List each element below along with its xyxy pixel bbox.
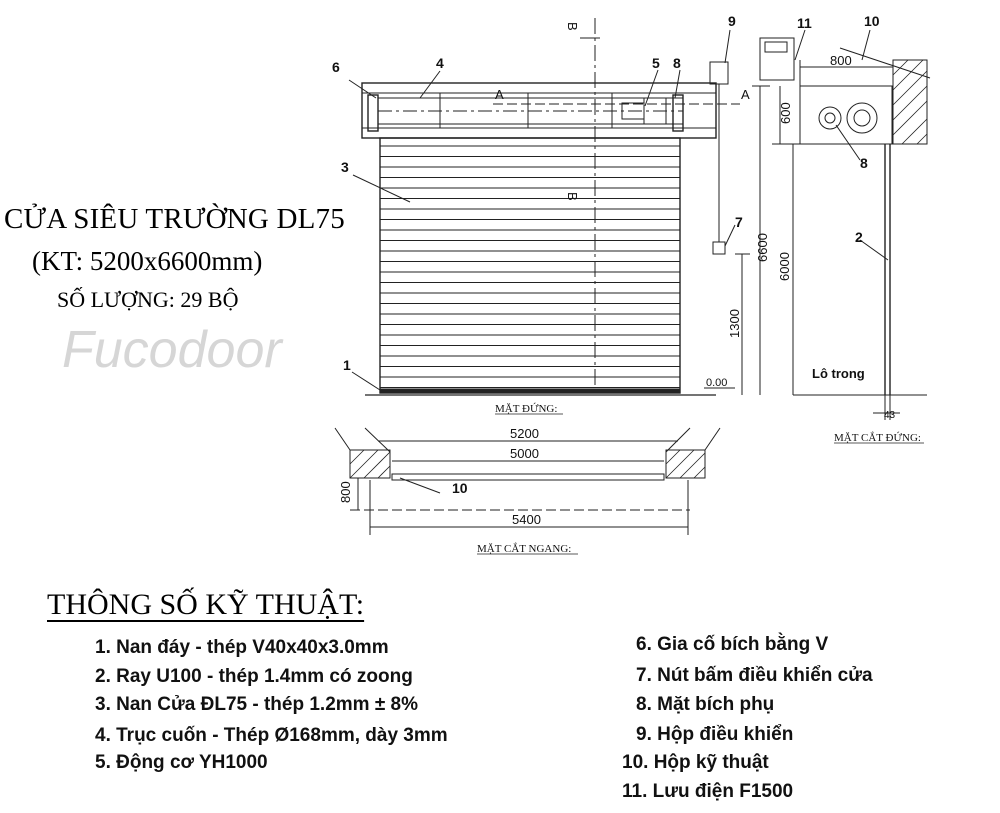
dim-6600: 6600: [755, 233, 770, 262]
spec-left-item: 3. Nan Cửa ĐL75 - thép 1.2mm ± 8%: [95, 694, 418, 715]
callout-3: 3: [341, 159, 349, 175]
callout-1: 1: [343, 357, 351, 373]
brand-watermark: Fucodoor: [62, 321, 282, 379]
dim-5200: 5200: [510, 426, 539, 441]
callout-10-plan: 10: [452, 480, 468, 496]
dim-800-top: 800: [830, 53, 852, 68]
spec-left-item: 1. Nan đáy - thép V40x40x3.0mm: [95, 637, 389, 658]
caption-horizontal-section: MẶT CẮT NGANG:: [477, 542, 571, 555]
dim-6000: 6000: [777, 252, 792, 281]
spec-right-item: 8. Mặt bích phụ: [636, 694, 775, 715]
spec-heading: THÔNG SỐ KỸ THUẬT:: [47, 588, 365, 621]
section-mark-b-top: B: [565, 22, 580, 31]
door-curtain: [379, 137, 681, 394]
callout-8-section: 8: [860, 155, 868, 171]
callout-6: 6: [332, 59, 340, 75]
section-mark-a-right: A: [741, 87, 750, 102]
dim-5000: 5000: [510, 446, 539, 461]
dim-1300: 1300: [727, 309, 742, 338]
spec-right-item: 11. Lưu điện F1500: [622, 781, 794, 802]
spec-right-item: 6. Gia cố bích bằng V: [636, 634, 829, 655]
bracket-left: [367, 94, 379, 132]
dim-800-side: 800: [338, 481, 353, 503]
product-size: (KT: 5200x6600mm): [32, 246, 263, 276]
wall-section: [892, 59, 928, 145]
spec-right-item: 7. Nút bấm điều khiển cửa: [636, 665, 873, 686]
wall-right-plan: [665, 427, 721, 479]
horizontal-section: [334, 427, 721, 535]
wall-left-plan: [334, 427, 391, 479]
spec-left-item: 5. Động cơ YH1000: [95, 752, 268, 773]
bottom-bar: [379, 388, 681, 394]
spec-right-item: 9. Hộp điều khiển: [636, 724, 794, 745]
ups-box: [759, 37, 795, 81]
vertical-section: [772, 47, 931, 420]
room-label: Lô trong: [812, 366, 865, 381]
dim-43: 43: [884, 410, 896, 421]
control-button: [712, 241, 726, 255]
caption-vertical-section: MẶT CẮT ĐỨNG:: [834, 431, 921, 444]
door-slats: [380, 145, 680, 388]
section-mark-a-left: A: [495, 87, 504, 102]
callout-11: 11: [797, 15, 812, 31]
callout-9: 9: [728, 13, 736, 29]
bracket-right: [672, 94, 684, 132]
dim-5400: 5400: [512, 512, 541, 527]
callout-4: 4: [436, 55, 444, 71]
roll-box-section: [799, 85, 893, 145]
callout-7: 7: [735, 214, 743, 230]
caption-elevation: MẶT ĐỨNG:: [495, 403, 557, 415]
callout-8: 8: [673, 55, 681, 71]
product-title: CỬA SIÊU TRƯỜNG DL75: [4, 203, 345, 235]
control-box: [709, 61, 729, 85]
door-plan: [391, 473, 665, 481]
spec-right-item: 10. Hộp kỹ thuật: [622, 752, 769, 773]
callout-10: 10: [864, 13, 880, 29]
dim-600: 600: [778, 102, 793, 124]
section-mark-b-bottom: B: [565, 192, 580, 201]
callout-5: 5: [652, 55, 660, 71]
motor-body: [643, 97, 667, 125]
product-quantity: SỐ LƯỢNG: 29 BỘ: [57, 287, 239, 312]
dim-level-000: 0.00: [706, 377, 727, 389]
callout-2: 2: [855, 229, 863, 245]
spec-left-item: 4. Trục cuốn - Thép Ø168mm, dày 3mm: [95, 725, 448, 746]
spec-left-item: 2. Ray U100 - thép 1.4mm có zoong: [95, 666, 413, 687]
front-elevation: [361, 18, 795, 396]
